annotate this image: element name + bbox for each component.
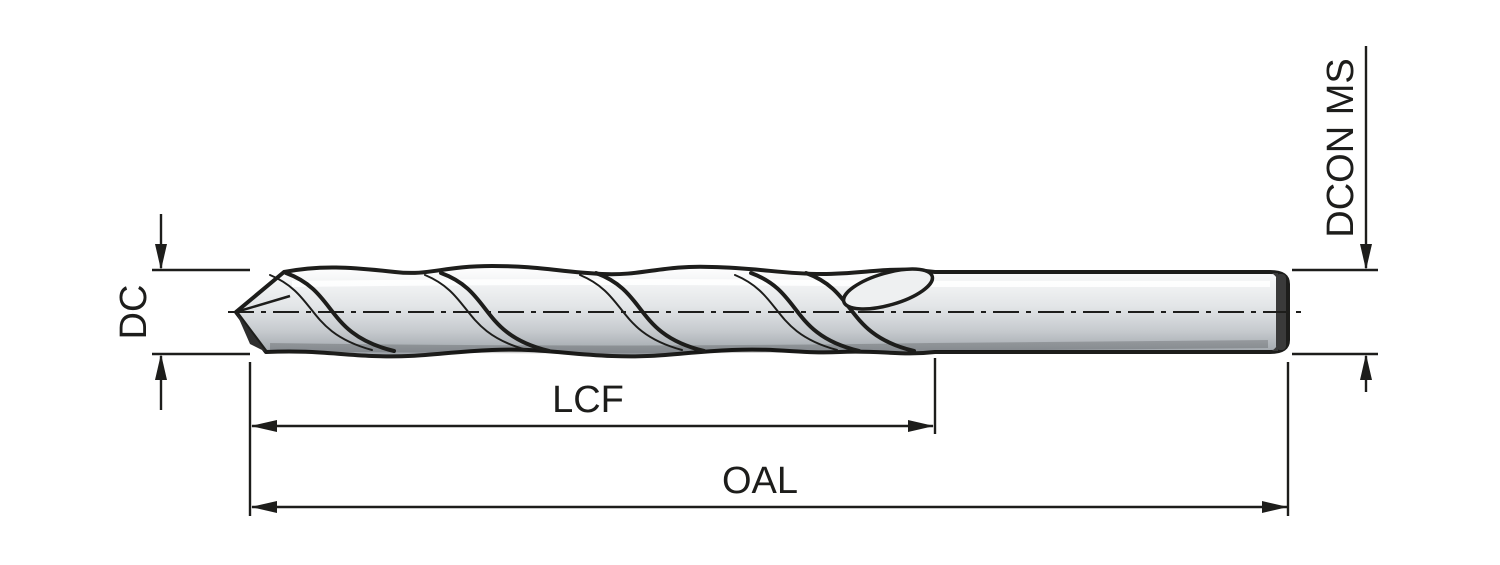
tip-facet-dark (236, 312, 266, 352)
dimension-dcon-ms (1292, 46, 1378, 392)
dcon-ms-label: DCON MS (1320, 58, 1362, 237)
flute-land-line (734, 274, 838, 351)
flute-land-line (424, 274, 528, 351)
dc-arrowhead-up-icon (155, 354, 167, 380)
dcon-arrowhead-up-icon (1360, 354, 1372, 380)
oal-arrowhead-right-icon (1262, 501, 1288, 513)
dcon-arrowhead-down-icon (1360, 244, 1372, 270)
lcf-arrowhead-left-icon (251, 420, 277, 432)
lcf-label: LCF (552, 379, 624, 421)
dimension-oal (251, 362, 1290, 516)
tip-facet-edge (235, 294, 291, 314)
flute-land-line (269, 274, 373, 351)
flute-land-line (579, 274, 683, 351)
flute-curve (749, 271, 861, 353)
drill-bit (228, 264, 1304, 359)
flute-runout (841, 267, 935, 311)
flute-curve (804, 271, 916, 353)
dimension-dc (152, 214, 250, 410)
oal-arrowhead-left-icon (251, 501, 277, 513)
oal-label: OAL (722, 460, 798, 502)
dc-arrowhead-down-icon (155, 244, 167, 270)
dimension-lcf (248, 358, 937, 516)
lcf-arrowhead-right-icon (908, 420, 934, 432)
dc-label: DC (113, 285, 155, 340)
drill-body (234, 264, 1290, 359)
